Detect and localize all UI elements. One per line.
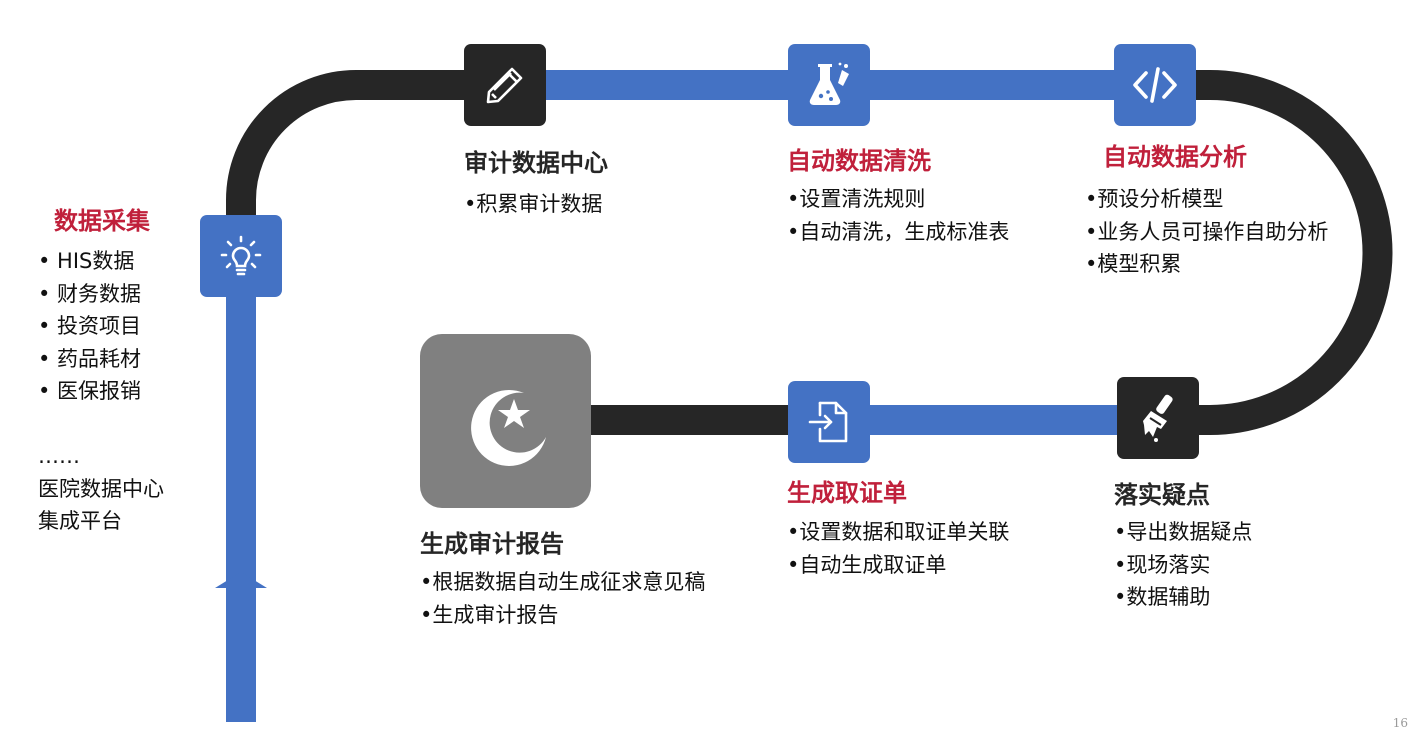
collect-extra-line: 集成平台 (38, 509, 122, 533)
page-number: 16 (1392, 716, 1408, 730)
clean-list: •设置清洗规则 •自动清洗，生成标准表 (787, 183, 1009, 248)
collect-label: 数据采集 (54, 206, 150, 236)
evidence-title: 生成取证单 (787, 479, 907, 507)
analysis-item: •模型积累 (1085, 252, 1182, 276)
report-title: 生成审计报告 (420, 530, 564, 558)
verify-list: •导出数据疑点 •现场落实 •数据辅助 (1114, 516, 1252, 614)
track-arrow-up (215, 572, 267, 588)
file-import-icon (808, 401, 848, 443)
lightbulb-icon (220, 235, 262, 276)
track-dark-curve-left (226, 70, 505, 256)
verify-item: •现场落实 (1114, 552, 1211, 577)
report-label: 生成审计报告 •根据数据自动生成征求意见稿 •生成审计报告 (420, 529, 705, 631)
collect-extra: …… 医院数据中心 集成平台 (38, 440, 164, 538)
collect-item: • 投资项目 (38, 314, 142, 338)
center-item: •积累审计数据 (464, 192, 603, 216)
report-item: •生成审计报告 (420, 602, 559, 627)
paint-brush-icon (1143, 394, 1173, 442)
crescent-star-icon (470, 389, 546, 466)
report-node (420, 334, 591, 508)
evidence-list: •设置数据和取证单关联 •自动生成取证单 (787, 516, 1009, 581)
report-list: •根据数据自动生成征求意见稿 •生成审计报告 (420, 566, 705, 631)
collect-node (200, 215, 282, 297)
clean-title: 自动数据清洗 (787, 147, 931, 175)
center-title: 审计数据中心 (464, 149, 608, 177)
flask-icon (809, 62, 849, 105)
verify-label: 落实疑点 •导出数据疑点 •现场落实 •数据辅助 (1114, 480, 1252, 614)
analysis-title: 自动数据分析 (1103, 143, 1247, 171)
analysis-list: •预设分析模型 •业务人员可操作自助分析 •模型积累 (1085, 183, 1328, 281)
collect-item: • 财务数据 (38, 281, 142, 306)
collect-ellipsis: …… (38, 444, 80, 468)
center-node (464, 44, 546, 126)
code-icon (1133, 67, 1177, 103)
evidence-label: 生成取证单 •设置数据和取证单关联 •自动生成取证单 (787, 478, 1009, 581)
pencil-icon (486, 67, 523, 104)
verify-node (1117, 377, 1199, 459)
collect-item: • HIS数据 (38, 249, 135, 273)
analysis-item: •业务人员可操作自助分析 (1085, 219, 1329, 244)
analysis-node (1114, 44, 1196, 126)
collect-list: • HIS数据 • 财务数据 • 投资项目 • 药品耗材 • 医保报销 (38, 245, 141, 408)
track-dark-curve-right (1155, 70, 1393, 435)
collect-item: • 医保报销 (38, 379, 142, 403)
collect-extra-line: 医院数据中心 (38, 476, 164, 501)
verify-item: •数据辅助 (1114, 585, 1211, 609)
clean-item: •自动清洗，生成标准表 (787, 219, 1010, 244)
analysis-item: •预设分析模型 (1085, 187, 1224, 211)
collect-item: • 药品耗材 (38, 346, 142, 371)
clean-label: 自动数据清洗 •设置清洗规则 •自动清洗，生成标准表 (787, 146, 1009, 248)
analysis-label: 自动数据分析 (1103, 142, 1247, 172)
clean-item: •设置清洗规则 (787, 187, 926, 211)
verify-item: •导出数据疑点 (1114, 520, 1253, 544)
evidence-item: •设置数据和取证单关联 (787, 520, 1010, 544)
evidence-node (788, 381, 870, 463)
clean-node (788, 44, 870, 126)
evidence-item: •自动生成取证单 (787, 552, 947, 577)
collect-title: 数据采集 (54, 207, 150, 235)
report-item: •根据数据自动生成征求意见稿 (420, 570, 706, 594)
center-label: 审计数据中心 •积累审计数据 (464, 148, 608, 221)
verify-title: 落实疑点 (1114, 481, 1210, 509)
center-list: •积累审计数据 (464, 188, 608, 221)
